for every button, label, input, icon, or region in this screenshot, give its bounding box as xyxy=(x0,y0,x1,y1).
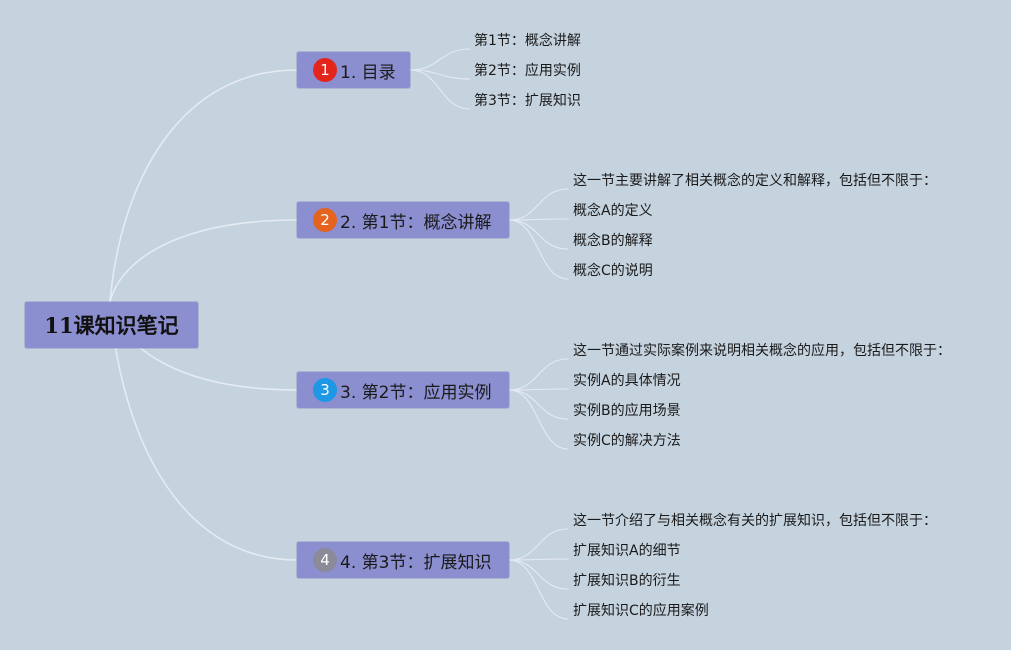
connector-curve xyxy=(409,69,471,80)
connector-curve xyxy=(508,528,569,561)
number-badge-icon: 4 xyxy=(313,548,337,572)
connector-curve xyxy=(109,219,298,303)
connector-curve xyxy=(109,69,298,303)
branch-label: 1. 目录 xyxy=(340,62,396,83)
leaf-item[interactable]: 实例B的应用场景 xyxy=(573,403,681,419)
branch-node-contents[interactable]: 1 1. 目录 xyxy=(297,52,410,88)
leaf-item[interactable]: 扩展知识B的衍生 xyxy=(573,573,681,589)
connector-curve xyxy=(508,219,569,280)
connector-curve xyxy=(409,48,471,71)
connector-curve xyxy=(508,559,569,590)
connector-curve xyxy=(508,388,569,391)
leaf-item[interactable]: 第1节：概念讲解 xyxy=(474,33,581,49)
leaf-item[interactable]: 实例A的具体情况 xyxy=(573,373,681,389)
connector-curve xyxy=(109,301,298,561)
leaf-item[interactable]: 扩展知识A的细节 xyxy=(573,543,681,559)
leaf-item[interactable]: 这一节主要讲解了相关概念的定义和解释，包括但不限于： xyxy=(573,173,937,189)
root-label: 11课知识笔记 xyxy=(44,313,179,338)
connector-curve xyxy=(508,389,569,420)
connector-curve xyxy=(508,188,569,221)
branch-node-extensions[interactable]: 4 4. 第3节：扩展知识 xyxy=(297,542,509,578)
root-node[interactable]: 11课知识笔记 xyxy=(25,302,198,348)
leaf-item[interactable]: 第3节：扩展知识 xyxy=(474,93,581,109)
connector-curve xyxy=(508,358,569,391)
leaf-item[interactable]: 概念A的定义 xyxy=(573,203,653,219)
branch-label: 3. 第2节：应用实例 xyxy=(340,382,492,403)
leaf-item[interactable]: 这一节介绍了与相关概念有关的扩展知识，包括但不限于： xyxy=(573,513,937,529)
connector-curve xyxy=(508,218,569,221)
leaf-item[interactable]: 扩展知识C的应用案例 xyxy=(573,603,709,619)
branch-label: 4. 第3节：扩展知识 xyxy=(340,552,492,573)
branch-node-examples[interactable]: 3 3. 第2节：应用实例 xyxy=(297,372,509,408)
leaf-item[interactable]: 概念C的说明 xyxy=(573,263,653,279)
leaf-item[interactable]: 实例C的解决方法 xyxy=(573,433,681,449)
branch-node-concepts[interactable]: 2 2. 第1节：概念讲解 xyxy=(297,202,509,238)
connector-curve xyxy=(508,558,569,561)
connector-curve xyxy=(508,389,569,450)
connector-curve xyxy=(409,69,471,110)
leaf-item[interactable]: 这一节通过实际案例来说明相关概念的应用，包括但不限于： xyxy=(573,343,951,359)
leaf-item[interactable]: 概念B的解释 xyxy=(573,233,653,249)
connector-curve xyxy=(508,559,569,620)
number-badge-icon: 1 xyxy=(313,58,337,82)
branch-label: 2. 第1节：概念讲解 xyxy=(340,212,492,233)
connector-curve xyxy=(508,219,569,250)
number-badge-icon: 3 xyxy=(313,378,337,402)
number-badge-icon: 2 xyxy=(313,208,337,232)
leaf-item[interactable]: 第2节：应用实例 xyxy=(474,63,581,79)
